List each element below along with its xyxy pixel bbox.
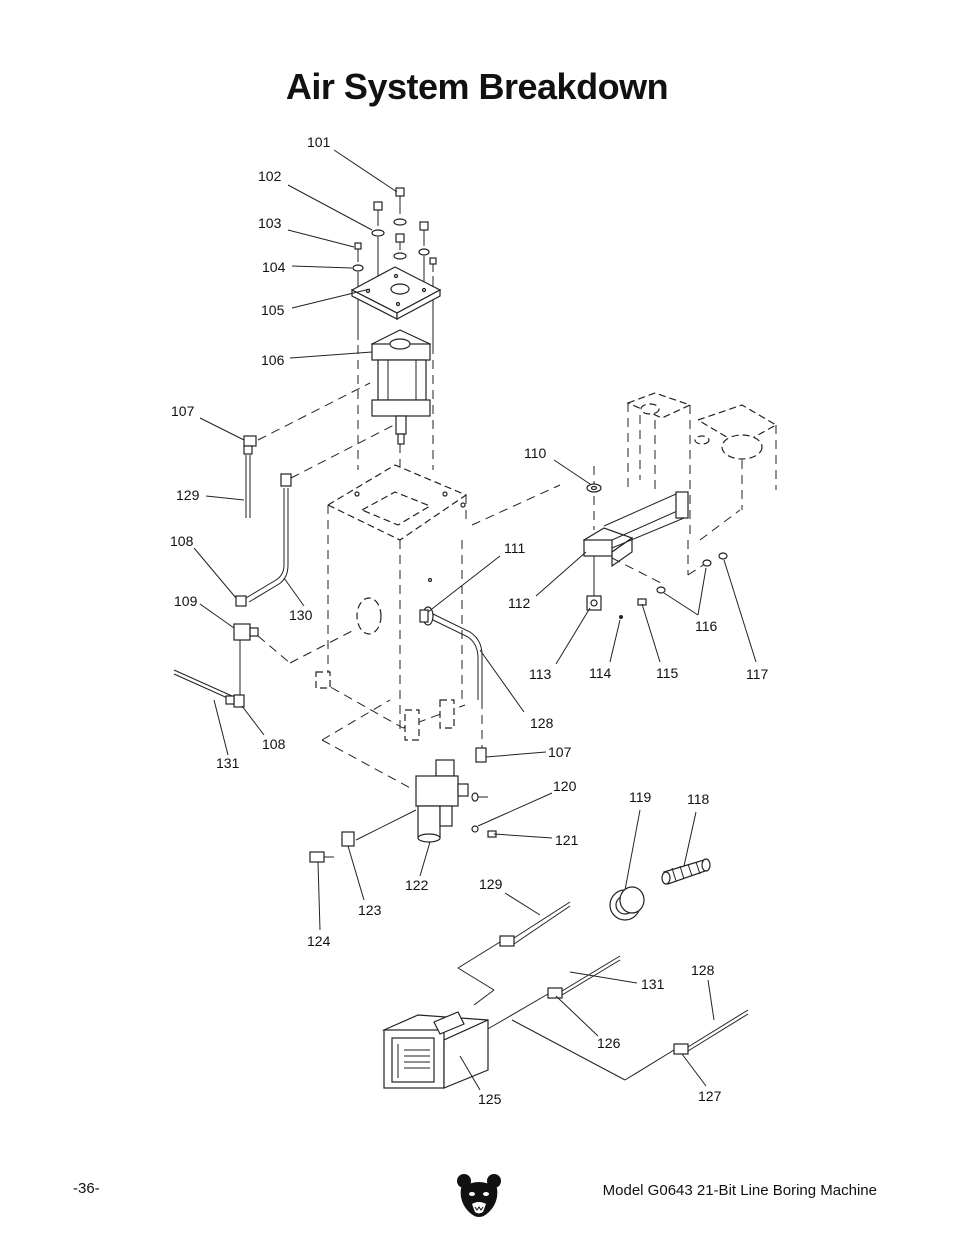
bushing-and-spring — [609, 858, 711, 921]
boring-head-assembly — [626, 392, 778, 541]
air-cylinder — [370, 329, 432, 445]
label-121: 121 — [555, 832, 579, 848]
label-118: 118 — [687, 791, 710, 807]
side-cylinder — [582, 491, 689, 568]
page-number: -36- — [73, 1180, 100, 1197]
cap-screws-group — [352, 187, 437, 345]
label-102: 102 — [258, 168, 282, 184]
label-114: 114 — [589, 665, 612, 681]
fittings-123-124 — [309, 831, 355, 863]
fittings-left — [173, 435, 292, 708]
label-107-top: 107 — [171, 403, 195, 419]
column-block — [315, 464, 468, 741]
label-107-bottom: 107 — [548, 744, 572, 760]
foot-pedal-valve — [381, 1011, 489, 1089]
label-101: 101 — [307, 134, 331, 150]
label-108-bottom: 108 — [262, 736, 286, 752]
small-hardware-right — [586, 483, 728, 619]
label-128-bottom: 128 — [691, 962, 715, 978]
label-120: 120 — [553, 778, 577, 794]
label-106: 106 — [261, 352, 285, 368]
label-124: 124 — [307, 933, 331, 949]
model-description: Model G0643 21-Bit Line Boring Machine — [602, 1182, 877, 1199]
label-129-left: 129 — [176, 487, 200, 503]
label-104: 104 — [262, 259, 286, 275]
label-105: 105 — [261, 302, 285, 318]
label-112: 112 — [508, 595, 531, 611]
label-130: 130 — [289, 607, 313, 623]
label-128-mid: 128 — [530, 715, 554, 731]
label-126: 126 — [597, 1035, 621, 1051]
label-117: 117 — [746, 666, 769, 682]
label-108-top: 108 — [170, 533, 194, 549]
label-110: 110 — [524, 445, 547, 461]
label-131-left: 131 — [216, 755, 240, 771]
fitting-tube-111 — [419, 606, 487, 763]
label-122: 122 — [405, 877, 429, 893]
label-103: 103 — [258, 215, 282, 231]
label-111: 111 — [504, 540, 525, 556]
page-title: Air System Breakdown — [285, 66, 669, 107]
label-131-bottom: 131 — [641, 976, 665, 992]
label-113: 113 — [529, 666, 552, 682]
label-109: 109 — [174, 593, 198, 609]
hose-fittings-bottom — [499, 901, 749, 1055]
mounting-plate — [350, 266, 442, 321]
label-127: 127 — [698, 1088, 722, 1104]
bear-head-logo-icon — [457, 1174, 501, 1217]
label-115: 115 — [656, 665, 679, 681]
label-125: 125 — [478, 1091, 502, 1107]
filter-regulator-unit — [415, 759, 497, 843]
leader-lines — [193, 149, 757, 1091]
label-116: 116 — [695, 618, 718, 634]
label-119: 119 — [629, 789, 652, 805]
callout-labels: 101 102 103 104 105 106 107 129 108 109 … — [170, 134, 769, 1107]
label-123: 123 — [358, 902, 382, 918]
label-129-bottom: 129 — [479, 876, 503, 892]
